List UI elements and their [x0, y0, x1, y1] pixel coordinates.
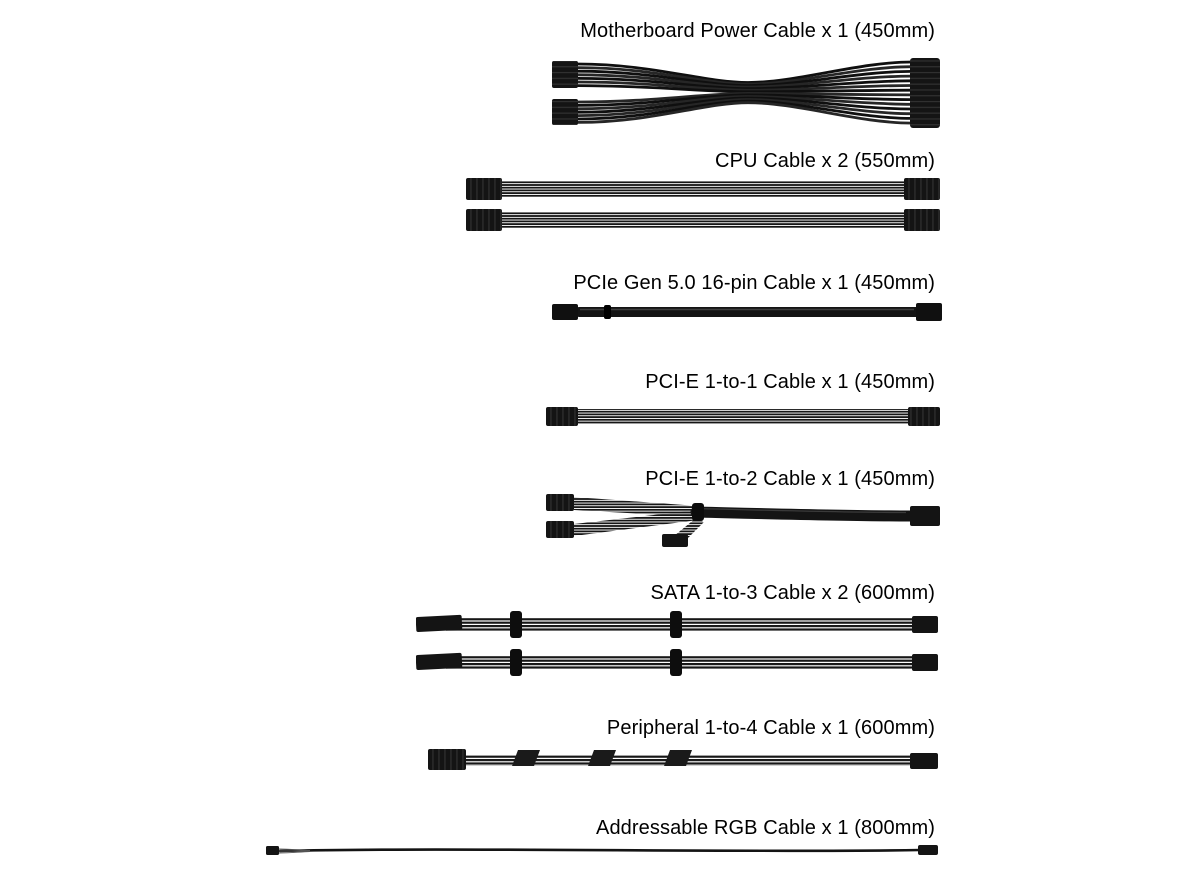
connector-ridges	[428, 749, 466, 770]
connector-ridges	[552, 61, 578, 88]
pcie-1to1-ribbon	[574, 409, 912, 424]
connector-ridges	[552, 99, 578, 125]
cable-tie	[604, 305, 611, 319]
connector-ridges	[904, 178, 940, 200]
motherboard-power-cable-image	[552, 58, 940, 128]
label-pcie-1to2-cable: PCI-E 1-to-2 Cable x 1 (450mm)	[645, 468, 935, 490]
connector-ridges	[466, 178, 502, 200]
pcie-1to2-pigtail-connector	[662, 534, 688, 547]
argb-wire	[278, 848, 922, 853]
pcie-1to2-cable-image	[546, 494, 940, 547]
connector-ridges	[908, 407, 940, 426]
pcie-1to2-ribbon-top	[574, 497, 698, 517]
sata-cable-2	[416, 649, 938, 676]
label-pcie-gen5-cable: PCIe Gen 5.0 16-pin Cable x 1 (450mm)	[573, 272, 935, 294]
peripheral-psu-connector	[910, 753, 938, 769]
argb-cable-image	[266, 845, 938, 855]
sata-mid-connector	[670, 611, 682, 638]
pcie-1to2-ribbon-bottom	[574, 510, 698, 536]
argb-left-connector	[266, 846, 279, 855]
cable-highlight	[695, 507, 907, 514]
pcie-1to2-psu-connector	[910, 506, 940, 526]
cpu-cable-ribbon	[500, 181, 906, 197]
connector-ridges	[904, 209, 940, 231]
cpu-cable-ribbon	[500, 212, 906, 228]
label-argb-cable: Addressable RGB Cable x 1 (800mm)	[596, 817, 935, 839]
pcie-gen5-sleeved-cable	[574, 307, 922, 317]
cpu-cable-1	[466, 178, 940, 200]
argb-right-connector	[918, 845, 938, 855]
connector-ridges	[546, 407, 578, 426]
argb-lead-wire	[277, 848, 311, 851]
pcie-1to1-cable-image	[546, 407, 940, 426]
peripheral-mid-connector	[588, 750, 616, 766]
sata-psu-connector	[912, 654, 938, 671]
pcie-gen5-cable-image	[552, 303, 942, 321]
label-pcie-1to1-cable: PCI-E 1-to-1 Cable x 1 (450mm)	[645, 371, 935, 393]
cpu-cable-2	[466, 209, 940, 231]
cable-junction-wrap	[692, 503, 704, 521]
label-peripheral-cable: Peripheral 1-to-4 Cable x 1 (600mm)	[606, 717, 935, 739]
argb-lead-wire	[277, 851, 311, 854]
connector-ridges	[910, 58, 940, 128]
sata-mid-connector	[510, 611, 522, 638]
sata-end-connector	[416, 652, 463, 671]
connector-ridges	[546, 494, 574, 511]
label-motherboard-power-cable: Motherboard Power Cable x 1 (450mm)	[580, 20, 935, 42]
sata-mid-connector	[510, 649, 522, 676]
sata-psu-connector	[912, 616, 938, 633]
peripheral-mid-connector	[512, 750, 540, 766]
sata-cable-1	[416, 611, 938, 638]
sata-end-connector	[416, 614, 463, 633]
pcie-gen5-left-connector	[552, 304, 578, 320]
label-cpu-cable: CPU Cable x 2 (550mm)	[715, 150, 935, 172]
cpu-cables-image	[466, 178, 940, 231]
peripheral-mid-connector	[664, 750, 692, 766]
sata-mid-connector	[670, 649, 682, 676]
peripheral-cable-image	[428, 749, 938, 770]
motherboard-cable-wires	[576, 60, 914, 125]
connector-ridges	[466, 209, 502, 231]
label-sata-cable: SATA 1-to-3 Cable x 2 (600mm)	[650, 582, 935, 604]
pcie-gen5-right-connector	[916, 303, 942, 321]
pcie-1to2-sleeved-cable	[690, 506, 916, 522]
sata-cables-image	[416, 611, 938, 676]
connector-ridges	[546, 521, 574, 538]
